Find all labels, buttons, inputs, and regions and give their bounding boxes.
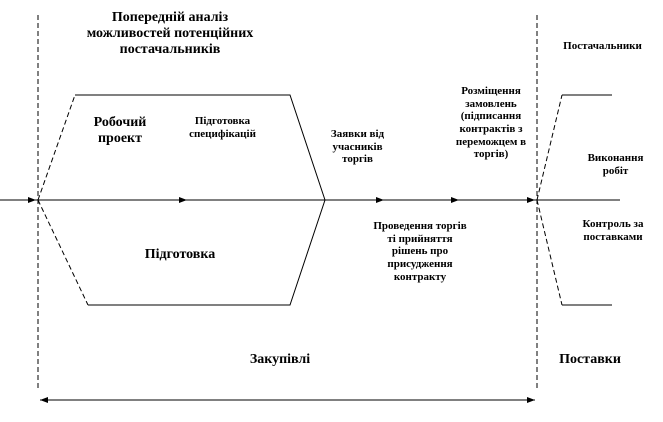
procurement-label: Закупівлі <box>249 352 311 367</box>
placing-orders-label: Розміщення замовлень (підписання контрак… <box>455 85 527 161</box>
working-project-label: Робочий проект <box>93 115 147 147</box>
deliveries-label: Поставки <box>559 352 621 367</box>
preparation-hexagon <box>75 94 326 306</box>
analysis-label: Попередній аналіз можливостей потенційни… <box>86 10 254 58</box>
bids-label: Заявки від учасників торгів <box>330 128 385 166</box>
works-label: Виконання робіт <box>587 152 644 177</box>
control-label: Контроль за поставками <box>582 218 644 243</box>
preparation-label: Підготовка <box>144 247 216 262</box>
spec-prep-label: Підготовка специфікацій <box>189 115 256 140</box>
tender-label: Проведення торгів ті прийняття рішень пр… <box>373 220 467 283</box>
suppliers-label: Постачальники <box>563 40 642 52</box>
